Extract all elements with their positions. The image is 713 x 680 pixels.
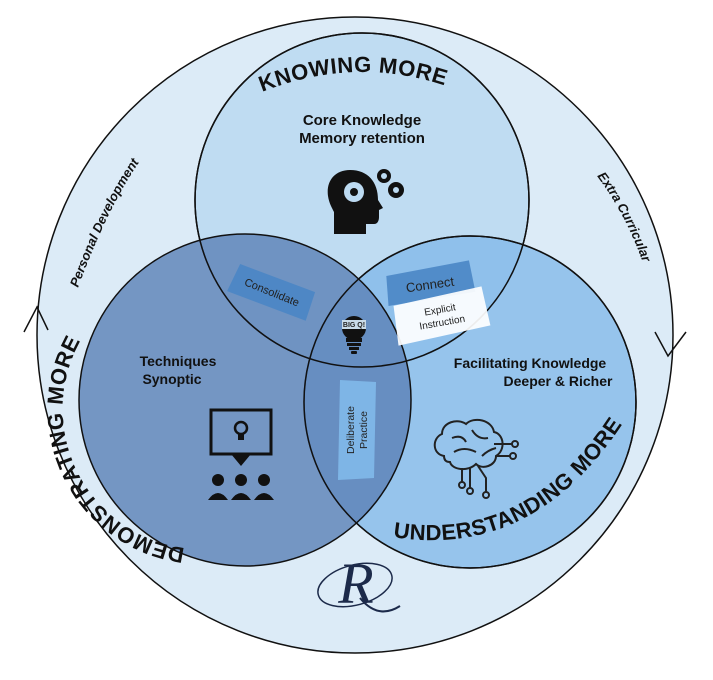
deliberate-practice-tag: Deliberate Practice	[338, 380, 376, 480]
understanding-line1: Facilitating Knowledge	[454, 355, 607, 371]
svg-text:BIG Q!: BIG Q!	[343, 322, 365, 329]
svg-text:Explicit: Explicit	[423, 302, 456, 318]
left-arrow-icon	[23, 305, 49, 333]
svg-text:Deliberate: Deliberate	[345, 406, 357, 454]
svg-text:Connect: Connect	[405, 274, 455, 296]
knowing-line2: Memory retention	[299, 130, 425, 147]
big-q-bulb-icon: BIG Q!	[342, 316, 366, 354]
explicit-instruction-tag: Explicit Instruction	[393, 286, 491, 346]
r-logo: R	[317, 551, 401, 616]
presentation-audience-icon	[208, 408, 274, 500]
svg-text:Practice: Practice	[358, 411, 370, 449]
demonstrating-line2: Synoptic	[142, 371, 201, 387]
right-arrow-icon	[654, 331, 687, 358]
knowing-line1: Core Knowledge	[303, 112, 421, 129]
head-gears-icon	[327, 169, 404, 234]
circuit-brain-icon	[433, 418, 519, 499]
demonstrating-line1: Techniques	[140, 353, 217, 369]
understanding-line2: Deeper & Richer	[504, 373, 613, 389]
